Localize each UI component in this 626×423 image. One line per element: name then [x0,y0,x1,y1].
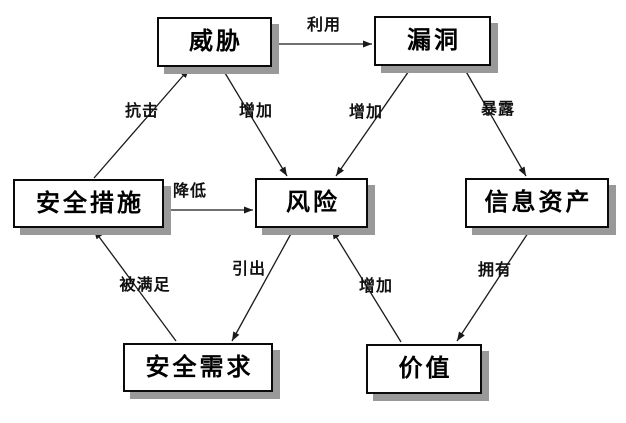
edge-label-expose: 暴露 [480,101,516,118]
node-label-security-requirements: 安全需求 [145,353,254,381]
edge-lead-to [231,229,294,342]
edge-label-own: 拥有 [477,262,513,279]
edge-increase-risk-from-value [331,229,402,343]
node-label-risk: 风险 [286,189,340,216]
node-security-measures: 安全措施 [13,179,164,228]
node-label-threat: 威胁 [189,28,243,55]
edge-expose [463,67,527,177]
edge-label-increase-risk-from-threat: 增加 [238,103,274,120]
node-label-value: 价值 [398,355,453,382]
edge-resist [93,68,190,179]
node-label-information-assets: 信息资产 [484,189,593,216]
edge-label-reduce: 降低 [172,183,208,200]
edge-label-lead-to: 引出 [231,261,267,278]
edge-label-be-satisfied: 被满足 [119,277,171,294]
edge-label-exploit: 利用 [306,17,342,34]
node-threat: 威胁 [157,17,272,67]
edge-be-satisfied [93,229,177,342]
node-vulnerability: 漏洞 [374,16,491,66]
edge-own [456,229,531,342]
edge-lines-group [93,40,531,343]
edge-label-increase-risk-from-vulnerability: 增加 [348,104,384,121]
node-label-vulnerability: 漏洞 [407,27,461,54]
node-label-security-measures: 安全措施 [36,189,144,217]
node-risk: 风险 [255,178,368,228]
edge-increase-risk-from-vulnerability [335,67,412,177]
edge-label-increase-risk-from-value: 增加 [358,278,394,295]
edge-label-resist: 抗击 [124,103,160,120]
node-security-requirements: 安全需求 [123,343,273,392]
node-information-assets: 信息资产 [465,178,609,228]
edge-increase-risk-from-threat [221,67,288,177]
node-value: 价值 [366,344,482,394]
